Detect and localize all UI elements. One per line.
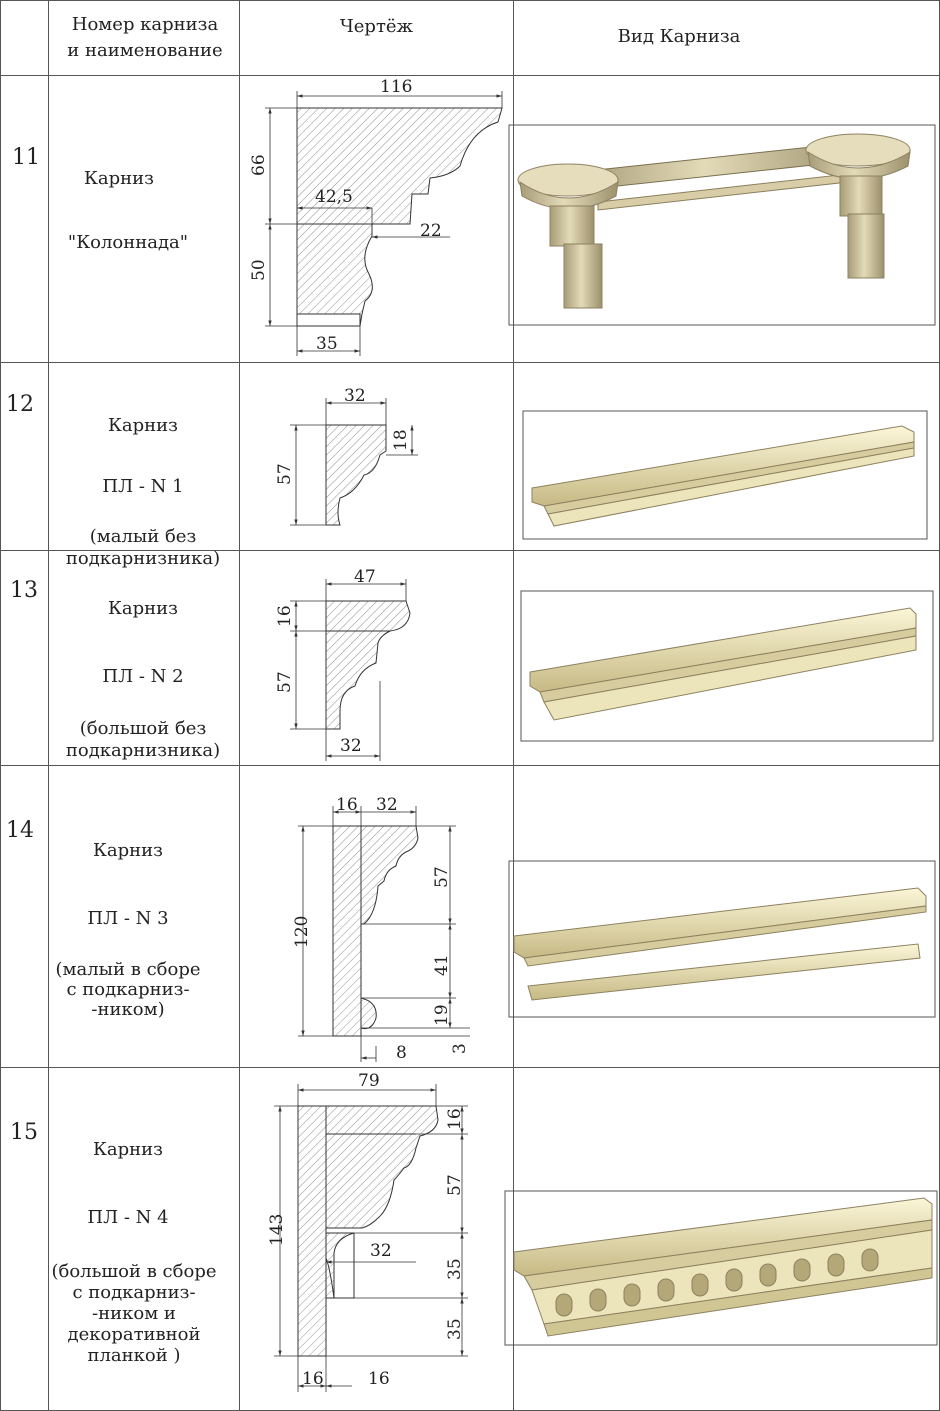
dim-14-h4: 3 [450, 1043, 470, 1054]
dim-15-b1: 16 [302, 1369, 324, 1389]
row-number-11: 11 [12, 145, 40, 170]
row-11-description: Карниз "Колоннада" [48, 146, 238, 276]
dim-15-h2: 35 [445, 1258, 465, 1280]
dim-14-total-height: 120 [292, 916, 312, 948]
row-number-13: 13 [10, 578, 38, 603]
row-divider-13 [0, 765, 940, 766]
dim-11-mid-width: 42,5 [315, 187, 353, 207]
row-13-name: Карниз [108, 598, 178, 619]
row-13-description: Карниз ПЛ - N 2 (большой без подкарнизни… [48, 576, 238, 784]
row-14-name: Карниз [93, 840, 163, 861]
view-11-colonnade [508, 124, 936, 326]
drawing-15: 79 16 143 57 35 35 32 16 16 [267, 1071, 468, 1392]
row-number-15: 15 [10, 1120, 38, 1145]
row-11-name: Карниз [84, 168, 154, 189]
view-14-molding-assembly [508, 860, 936, 1018]
dim-14-h1: 57 [432, 866, 452, 888]
dim-13-bottom-width: 32 [340, 736, 362, 756]
dim-12-height: 57 [275, 463, 295, 485]
view-12-molding [522, 410, 928, 540]
drawing-13: 47 16 57 32 [275, 567, 411, 761]
dim-12-width: 32 [344, 386, 366, 406]
dim-15-h3: 35 [445, 1318, 465, 1340]
dim-15-b2: 16 [368, 1369, 390, 1389]
view-15-molding-dentil [504, 1190, 938, 1346]
dim-12-lip: 18 [391, 429, 411, 451]
dim-15-width: 79 [358, 1071, 380, 1091]
dim-14-h2: 41 [432, 954, 452, 976]
row-13-note: (большой без подкарнизника) [65, 718, 221, 761]
drawing-11: 116 66 50 42,5 22 35 [249, 77, 503, 356]
dim-11-offset: 22 [420, 221, 442, 241]
row-15-description: Карниз ПЛ - N 4 (большой в сборе с подка… [48, 1117, 238, 1388]
row-divider-11 [0, 362, 940, 363]
dim-15-lip: 16 [445, 1108, 465, 1130]
row-14-sub: ПЛ - N 3 [87, 908, 169, 929]
row-divider-header [0, 75, 940, 76]
dim-14-plank-width: 16 [336, 795, 358, 815]
right-column [805, 133, 911, 279]
drawing-14: 16 32 120 57 41 19 3 8 [292, 795, 470, 1063]
view-13-molding [520, 590, 934, 742]
row-number-12: 12 [6, 392, 34, 417]
dim-11-bottom-height: 50 [249, 259, 269, 281]
dim-11-bottom-width: 35 [316, 334, 338, 354]
row-13-sub: ПЛ - N 2 [102, 666, 184, 687]
dim-13-lip: 16 [275, 605, 295, 627]
header-number-and-name: Номер карниза и наименование [67, 14, 223, 61]
column-divider-1 [48, 0, 49, 1411]
dim-15-total-height: 143 [267, 1214, 287, 1246]
dim-11-width: 116 [380, 77, 412, 97]
dim-13-width: 47 [354, 567, 376, 587]
row-divider-14 [0, 1067, 940, 1068]
dim-14-bead: 8 [396, 1043, 407, 1063]
header-view: Вид Карниза [617, 26, 741, 47]
dim-15-inner-width: 32 [370, 1241, 392, 1261]
row-15-note: (большой в сборе с подкарниз- -ником и д… [51, 1261, 217, 1366]
dim-11-top-height: 66 [249, 154, 269, 176]
row-14-description: Карниз ПЛ - N 3 (малый в сборе с подкарн… [48, 818, 238, 1042]
dim-15-h1: 57 [445, 1174, 465, 1196]
row-12-name: Карниз [108, 415, 178, 436]
row-11-sub: "Колоннада" [67, 232, 189, 253]
left-column [517, 163, 619, 309]
header-drawing: Чертёж [339, 16, 414, 37]
row-15-name: Карниз [93, 1139, 163, 1160]
row-number-14: 14 [6, 818, 34, 843]
row-divider-12 [0, 550, 940, 551]
row-14-note: (малый в сборе с подкарниз- -ником) [55, 959, 201, 1020]
column-divider-3 [513, 0, 514, 1411]
dim-14-width: 32 [376, 795, 398, 815]
dim-13-height: 57 [275, 671, 295, 693]
row-12-description: Карниз ПЛ - N 1 (малый без подкарнизника… [48, 393, 238, 592]
row-12-note: (малый без подкарнизника) [65, 526, 221, 569]
dim-14-h3: 19 [432, 1004, 452, 1026]
row-15-sub: ПЛ - N 4 [87, 1207, 169, 1228]
column-divider-2 [239, 0, 240, 1411]
drawing-12: 32 57 18 [275, 386, 418, 526]
row-12-sub: ПЛ - N 1 [102, 476, 184, 497]
